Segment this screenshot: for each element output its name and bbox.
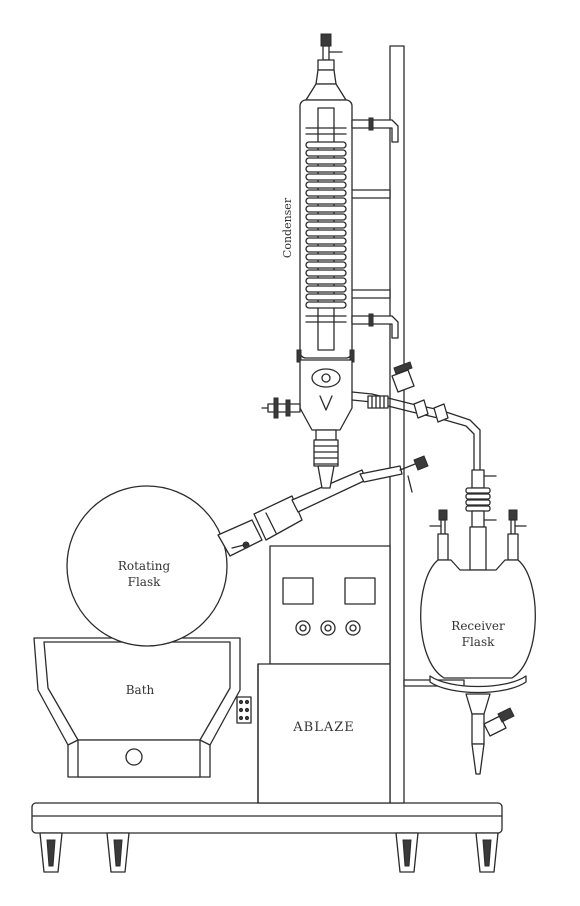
brand-label: ABLAZE bbox=[292, 720, 355, 735]
receiver-assembly: Receiver Flask bbox=[420, 469, 536, 775]
foot-2 bbox=[106, 832, 130, 873]
top-stopcock bbox=[315, 33, 343, 85]
control-knobs[interactable] bbox=[295, 620, 361, 636]
display-right bbox=[344, 577, 376, 605]
support-pole bbox=[349, 45, 465, 804]
inlet-valve[interactable] bbox=[261, 397, 301, 419]
foot-1 bbox=[39, 832, 63, 873]
bath-drain bbox=[125, 748, 143, 766]
vapor-duct bbox=[231, 455, 429, 549]
drain-valve[interactable] bbox=[483, 707, 515, 737]
bath-label: Bath bbox=[126, 683, 155, 697]
condenser-label: Condenser bbox=[281, 197, 294, 258]
receiver-coil bbox=[465, 487, 491, 512]
base-platform bbox=[31, 802, 503, 834]
motor-control-unit: ABLAZE bbox=[236, 545, 391, 804]
rotating-flask-label-2: Flask bbox=[128, 575, 161, 589]
heating-bath: Bath bbox=[33, 637, 241, 778]
transfer-line bbox=[351, 361, 481, 471]
rotating-flask: Rotating Flask bbox=[66, 485, 263, 647]
condenser: Condenser bbox=[261, 33, 399, 489]
display-left bbox=[282, 577, 314, 605]
rotating-flask-label-1: Rotating bbox=[118, 559, 171, 573]
receiver-flask-label-1: Receiver bbox=[451, 619, 505, 633]
control-knob-3[interactable] bbox=[345, 620, 361, 636]
base-feet bbox=[39, 832, 499, 873]
control-knob-1[interactable] bbox=[295, 620, 311, 636]
control-knob-2[interactable] bbox=[320, 620, 336, 636]
foot-4 bbox=[475, 832, 499, 873]
foot-3 bbox=[395, 832, 419, 873]
receiver-flask-label-2: Flask bbox=[462, 635, 495, 649]
condenser-coil bbox=[305, 141, 347, 309]
